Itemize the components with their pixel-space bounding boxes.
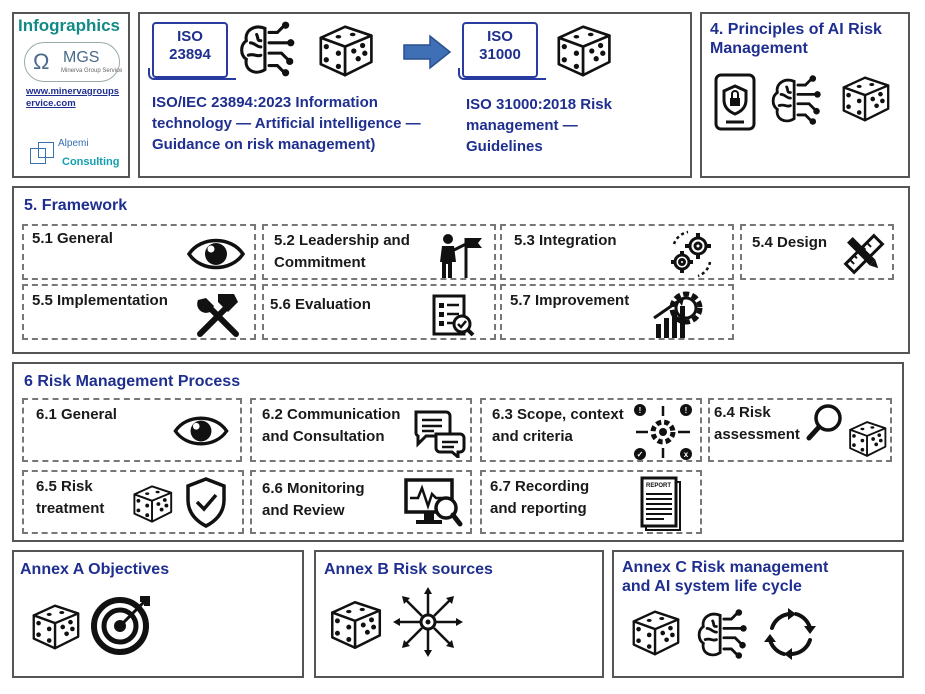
shield-doc-icon — [714, 73, 756, 131]
gears-icon — [671, 230, 712, 278]
gear-growth-icon — [653, 291, 703, 338]
process-cell-recording: 6.7 Recording and reporting REPORT — [480, 470, 702, 534]
dice-icon — [26, 598, 84, 656]
brain-circuit-icon — [694, 606, 750, 662]
checklist-icon — [432, 294, 475, 337]
framework-title: 5. Framework — [24, 197, 128, 214]
svg-text:✓: ✓ — [637, 450, 644, 459]
alpemi-name: Alpemi — [58, 138, 89, 149]
radial-arrows-icon — [393, 587, 463, 657]
monitor-search-icon — [404, 478, 463, 527]
framework-cell-integration: 5.3 Integration — [500, 224, 734, 280]
annex-a-title: Annex A Objectives — [20, 561, 170, 578]
website-link[interactable]: www.minervagroupservice.com — [26, 86, 120, 109]
framework-cell-evaluation: 5.6 Evaluation — [262, 284, 496, 340]
framework-cell-improvement: 5.7 Improvement — [500, 284, 734, 340]
dice-icon — [312, 18, 378, 84]
svg-text:x: x — [684, 450, 689, 459]
framework-cell-general: 5.1 General — [22, 224, 256, 280]
svg-text:!: ! — [639, 406, 642, 415]
brain-circuit-icon — [768, 72, 824, 128]
alpemi-consulting: Consulting — [62, 156, 120, 168]
hammer-wrench-icon — [197, 294, 239, 337]
arrow-right-icon — [403, 34, 452, 70]
annex-a-panel: Annex A Objectives — [12, 550, 304, 678]
iso-23894-description: ISO/IEC 23894:2023 Information technolog… — [152, 94, 421, 153]
ruler-pencil-icon — [843, 233, 885, 275]
dice-icon — [324, 594, 386, 656]
annex-c-panel: Annex C Risk management and AI system li… — [612, 550, 904, 678]
process-cell-treatment: 6.5 Risk treatment — [22, 470, 244, 534]
dice-icon — [836, 70, 894, 128]
scope-gear-icon: !! ✓ x — [634, 404, 692, 460]
process-cell-assessment: 6.4 Risk assessment — [708, 398, 892, 462]
iso-panel: ISO 23894 ISO 31000 ISO/IEC 23894:2023 I… — [138, 12, 692, 178]
mgs-name: MGS — [63, 49, 100, 66]
process-cell-scope: 6.3 Scope, context and criteria !!✓x — [480, 398, 702, 462]
mgs-logo: Ω MGS Minerva Group Service — [24, 42, 123, 82]
framework-cell-design: 5.4 Design — [740, 224, 894, 280]
mgs-tagline: Minerva Group Service — [61, 68, 123, 74]
leader-flag-icon — [440, 234, 482, 278]
principles-panel: 4. Principles of AI Risk Management — [700, 12, 910, 178]
target-icon — [91, 596, 150, 655]
dice-icon — [128, 480, 176, 528]
alpemi-logo — [30, 138, 60, 168]
report-label: REPORT — [646, 483, 671, 489]
iso-23894-badge: ISO 23894 — [148, 22, 236, 80]
framework-cell-implementation: 5.5 Implementation — [22, 284, 256, 340]
annex-b-panel: Annex B Risk sources — [314, 550, 604, 678]
iso-31000-badge: ISO 31000 — [458, 22, 546, 80]
dice-icon — [844, 416, 890, 462]
process-cell-general: 6.1 General — [22, 398, 242, 462]
pillar-icon: Ω — [33, 49, 50, 74]
chat-bubbles-icon — [414, 410, 466, 458]
cycle-arrows-icon — [764, 608, 816, 660]
infographics-title: Infographics — [18, 16, 121, 35]
report-icon: REPORT — [640, 476, 681, 531]
shield-check-icon — [186, 477, 226, 528]
process-title: 6 Risk Management Process — [24, 373, 241, 390]
logo-panel: Infographics Ω MGS Minerva Group Service… — [12, 12, 130, 178]
annex-b-title: Annex B Risk sources — [324, 561, 493, 578]
eye-icon — [186, 234, 246, 274]
iso-31000-description: ISO 31000:2018 Risk management — Guideli… — [466, 96, 612, 155]
annex-c-title: Annex C Risk management and AI system li… — [622, 559, 829, 595]
eye-icon — [172, 412, 230, 450]
svg-text:!: ! — [685, 406, 688, 415]
brain-circuit-icon — [236, 18, 298, 80]
dice-icon — [550, 18, 616, 84]
principles-title: 4. Principles of AI Risk Management — [710, 21, 882, 57]
magnifier-icon — [806, 404, 842, 441]
framework-cell-leadership: 5.2 Leadership and Commitment — [262, 224, 496, 280]
process-cell-communication: 6.2 Communication and Consultation — [250, 398, 472, 462]
process-cell-monitoring: 6.6 Monitoring and Review — [250, 470, 472, 534]
dice-icon — [626, 604, 684, 662]
